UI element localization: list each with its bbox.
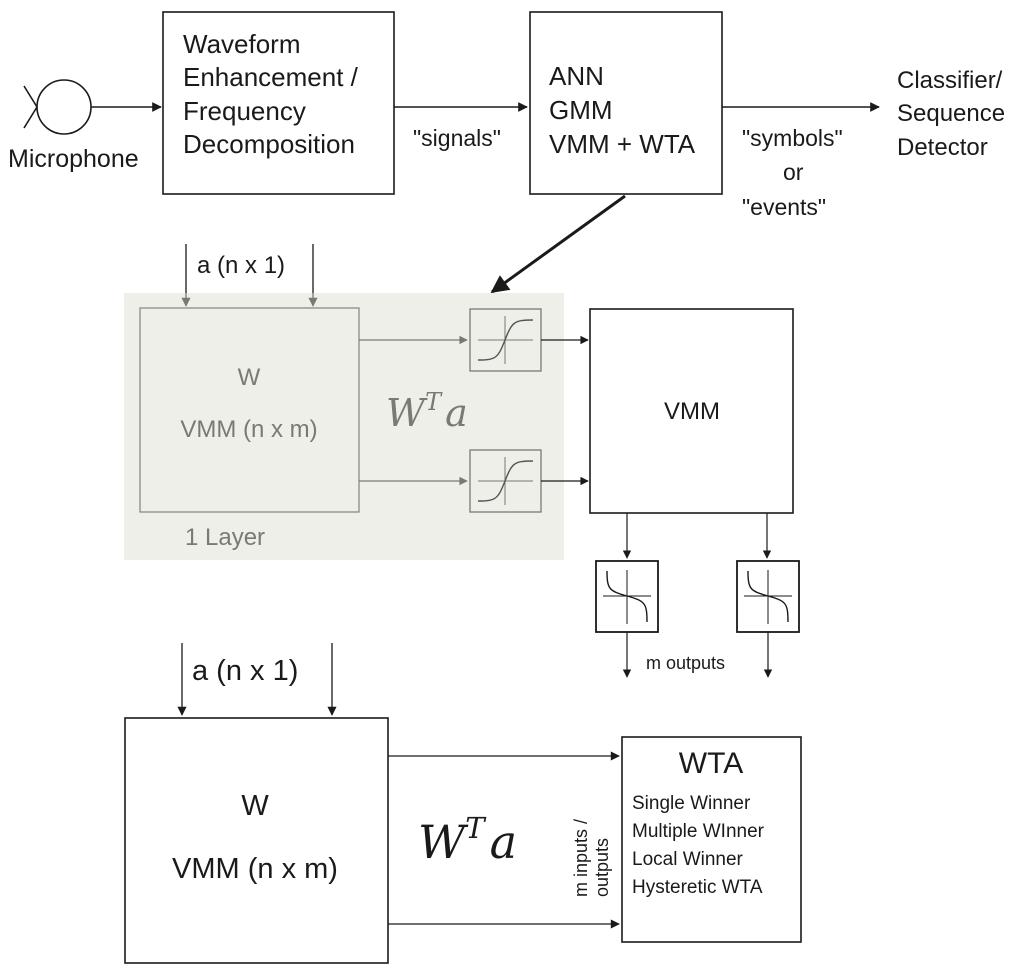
enhancement-box [162, 11, 395, 195]
second-vmm-label: VMM [664, 398, 720, 425]
wta-item-4: Hysteretic WTA [632, 877, 763, 898]
io-label-line-2: outputs [592, 838, 612, 897]
wta-item-2: Multiple WInner [632, 821, 765, 842]
zoom-arrow [490, 194, 626, 294]
enhancement-line-4: Decomposition [183, 129, 355, 159]
ann-line-3: VMM + WTA [549, 129, 696, 159]
enhancement-line-3: Frequency [183, 96, 306, 126]
bottom-vmm-label: VMM (n x m) [172, 853, 338, 885]
wta-item-1: Single Winner [632, 793, 751, 814]
sigmoid-icon [469, 308, 542, 372]
wta-title: WTA [679, 747, 743, 780]
ann-line-1: ANN [549, 61, 604, 91]
layer-count-label: 1 Layer [185, 524, 265, 551]
enhancement-line-2: Enhancement / [183, 62, 359, 92]
io-label-line-1: m inputs / [571, 819, 591, 897]
microphone-icon [23, 79, 92, 135]
layer-vmm-label: VMM (n x m) [180, 416, 317, 443]
bottom-vmm-box [124, 717, 389, 964]
wta-input-label: a (n x 1) [192, 655, 298, 687]
classifier-line-1: Classifier/ [897, 67, 1003, 94]
ann-box [529, 11, 723, 195]
layer-w-label: W [238, 364, 261, 391]
symbols-label-1: "symbols" [742, 125, 843, 151]
layer-vmm-box [139, 307, 360, 513]
symbols-label-3: "events" [742, 194, 826, 220]
inverse-sigmoid-icon [595, 560, 659, 633]
layer-input-label: a (n x 1) [197, 252, 285, 279]
ann-line-2: GMM [549, 95, 613, 125]
classifier-line-3: Detector [897, 134, 988, 161]
microphone-label: Microphone [8, 145, 139, 173]
bottom-w-label: W [241, 790, 269, 822]
enhancement-line-1: Waveform [183, 29, 301, 59]
inverse-sigmoid-icon [736, 560, 800, 633]
sigmoid-icon [469, 449, 542, 513]
signals-label: "signals" [413, 125, 501, 151]
wta-box [621, 736, 802, 943]
outputs-label: m outputs [646, 653, 725, 673]
classifier-line-2: Sequence [897, 100, 1005, 127]
symbols-label-2: or [783, 159, 804, 185]
second-vmm-box [589, 308, 794, 514]
wta-item-3: Local Winner [632, 849, 744, 870]
